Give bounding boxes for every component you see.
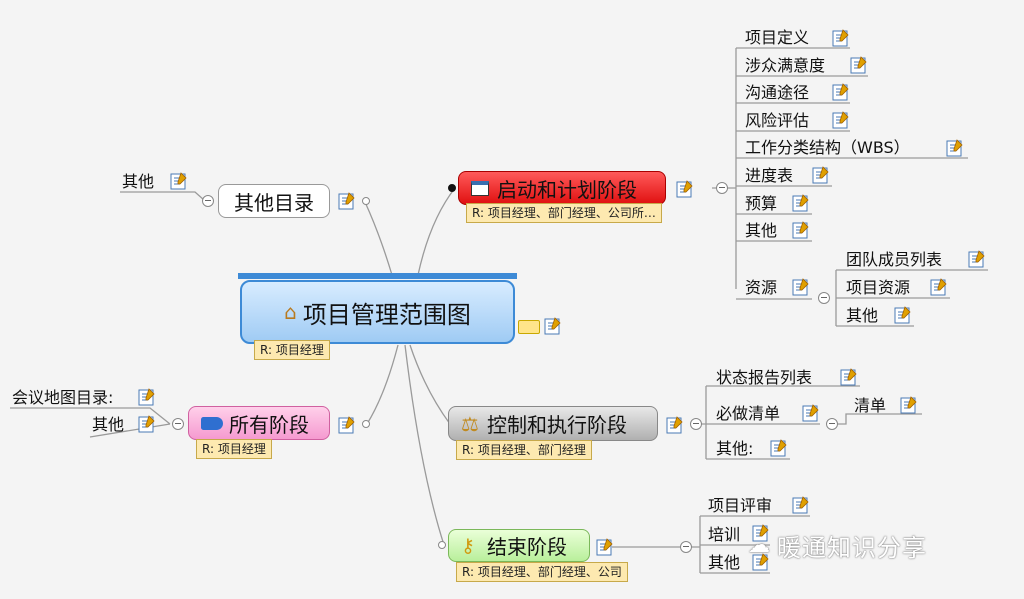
topic-status-report-list[interactable]: 状态报告列表 [716,368,813,387]
note-icon[interactable] [930,278,948,296]
house-icon: ⌂ [284,300,297,324]
note-icon[interactable] [752,524,770,542]
branch-all-title: 所有阶段 [229,412,309,437]
watermark-text: 暖通知识分享 [777,534,927,562]
topic-risk-assessment[interactable]: 风险评估 [745,111,810,130]
central-node-titlebar [238,273,517,279]
collapse-toggle[interactable] [818,292,830,304]
collapse-toggle[interactable] [680,541,692,553]
collapse-toggle[interactable] [716,182,728,194]
megaphone-icon [201,417,223,430]
note-icon[interactable] [792,221,810,239]
watermark: ☁ 暖通知识分享 [748,528,927,563]
key-icon: ⚷ [461,535,475,557]
topic-project-definition[interactable]: 项目定义 [745,28,810,47]
branch-anchor-dot [448,184,456,192]
wechat-icon: ☁ [748,533,771,558]
central-topic[interactable]: ⌂ 项目管理范围图 [240,280,515,344]
topic-communication[interactable]: 沟通途径 [745,83,810,102]
note-icon[interactable] [812,166,830,184]
topic-schedule[interactable]: 进度表 [745,166,794,185]
all-responsible-tag: R: 项目经理 [196,439,272,459]
central-topic-title: 项目管理范围图 [302,300,471,329]
note-icon[interactable] [544,317,562,335]
note-icon[interactable] [666,416,684,434]
topic-other[interactable]: 其他: [716,439,754,458]
calendar-icon [471,181,489,196]
start-responsible-tag: R: 项目经理、部门经理、公司所… [466,203,662,223]
branch-close-title: 结束阶段 [487,535,567,559]
branch-control-title: 控制和执行阶段 [487,413,627,437]
collapse-toggle[interactable] [690,418,702,430]
branch-anchor-dot [438,541,446,549]
note-icon[interactable] [802,404,820,422]
branch-control-execution[interactable]: ⚖ 控制和执行阶段 [448,406,658,441]
branch-start-title: 启动和计划阶段 [497,177,637,202]
note-icon[interactable] [832,29,850,47]
collapse-toggle[interactable] [172,418,184,430]
note-icon[interactable] [338,192,356,210]
topic-other[interactable]: 其他 [745,221,778,240]
note-icon[interactable] [676,180,694,198]
topic-other[interactable]: 其他 [846,306,879,325]
note-icon[interactable] [596,538,614,556]
note-icon[interactable] [946,139,964,157]
topic-other[interactable]: 其他 [122,172,155,191]
note-icon[interactable] [170,172,188,190]
note-icon[interactable] [850,56,868,74]
branch-other-title: 其他目录 [234,190,314,215]
branch-anchor-dot [362,420,370,428]
branch-other-directory[interactable]: 其他目录 [218,184,330,218]
topic-wbs[interactable]: 工作分类结构（WBS） [745,138,910,157]
note-icon[interactable] [840,368,858,386]
collapse-toggle[interactable] [202,195,214,207]
branch-anchor-dot [362,197,370,205]
collapse-toggle[interactable] [826,418,838,430]
close-responsible-tag: R: 项目经理、部门经理、公司 [456,562,628,582]
scales-icon: ⚖ [461,412,479,436]
note-icon[interactable] [792,194,810,212]
note-icon[interactable] [792,278,810,296]
topic-other[interactable]: 其他 [708,553,741,572]
note-icon[interactable] [770,439,788,457]
note-icon[interactable] [138,388,156,406]
note-icon[interactable] [792,496,810,514]
topic-team-list[interactable]: 团队成员列表 [846,250,943,269]
topic-project-review[interactable]: 项目评审 [708,496,773,515]
note-icon[interactable] [900,396,918,414]
label-icon [518,320,540,334]
topic-budget[interactable]: 预算 [745,194,778,213]
topic-stakeholder-satisfaction[interactable]: 涉众满意度 [745,56,826,75]
note-icon[interactable] [752,553,770,571]
note-icon[interactable] [968,250,986,268]
topic-checklist[interactable]: 清单 [854,396,887,415]
topic-meeting-map-directory[interactable]: 会议地图目录: [12,388,114,407]
note-icon[interactable] [338,416,356,434]
branch-all-phases[interactable]: 所有阶段 [188,406,330,440]
branch-closing[interactable]: ⚷ 结束阶段 [448,529,590,562]
note-icon[interactable] [894,306,912,324]
topic-todo-list[interactable]: 必做清单 [716,404,781,423]
topic-other[interactable]: 其他 [92,415,125,434]
topic-project-resources[interactable]: 项目资源 [846,278,911,297]
topic-training[interactable]: 培训 [708,525,741,544]
note-icon[interactable] [138,415,156,433]
branch-start-planning[interactable]: 启动和计划阶段 [458,171,666,205]
topic-resources[interactable]: 资源 [745,278,778,297]
central-responsible-tag: R: 项目经理 [254,340,330,360]
control-responsible-tag: R: 项目经理、部门经理 [456,440,592,460]
note-icon[interactable] [832,83,850,101]
note-icon[interactable] [832,111,850,129]
